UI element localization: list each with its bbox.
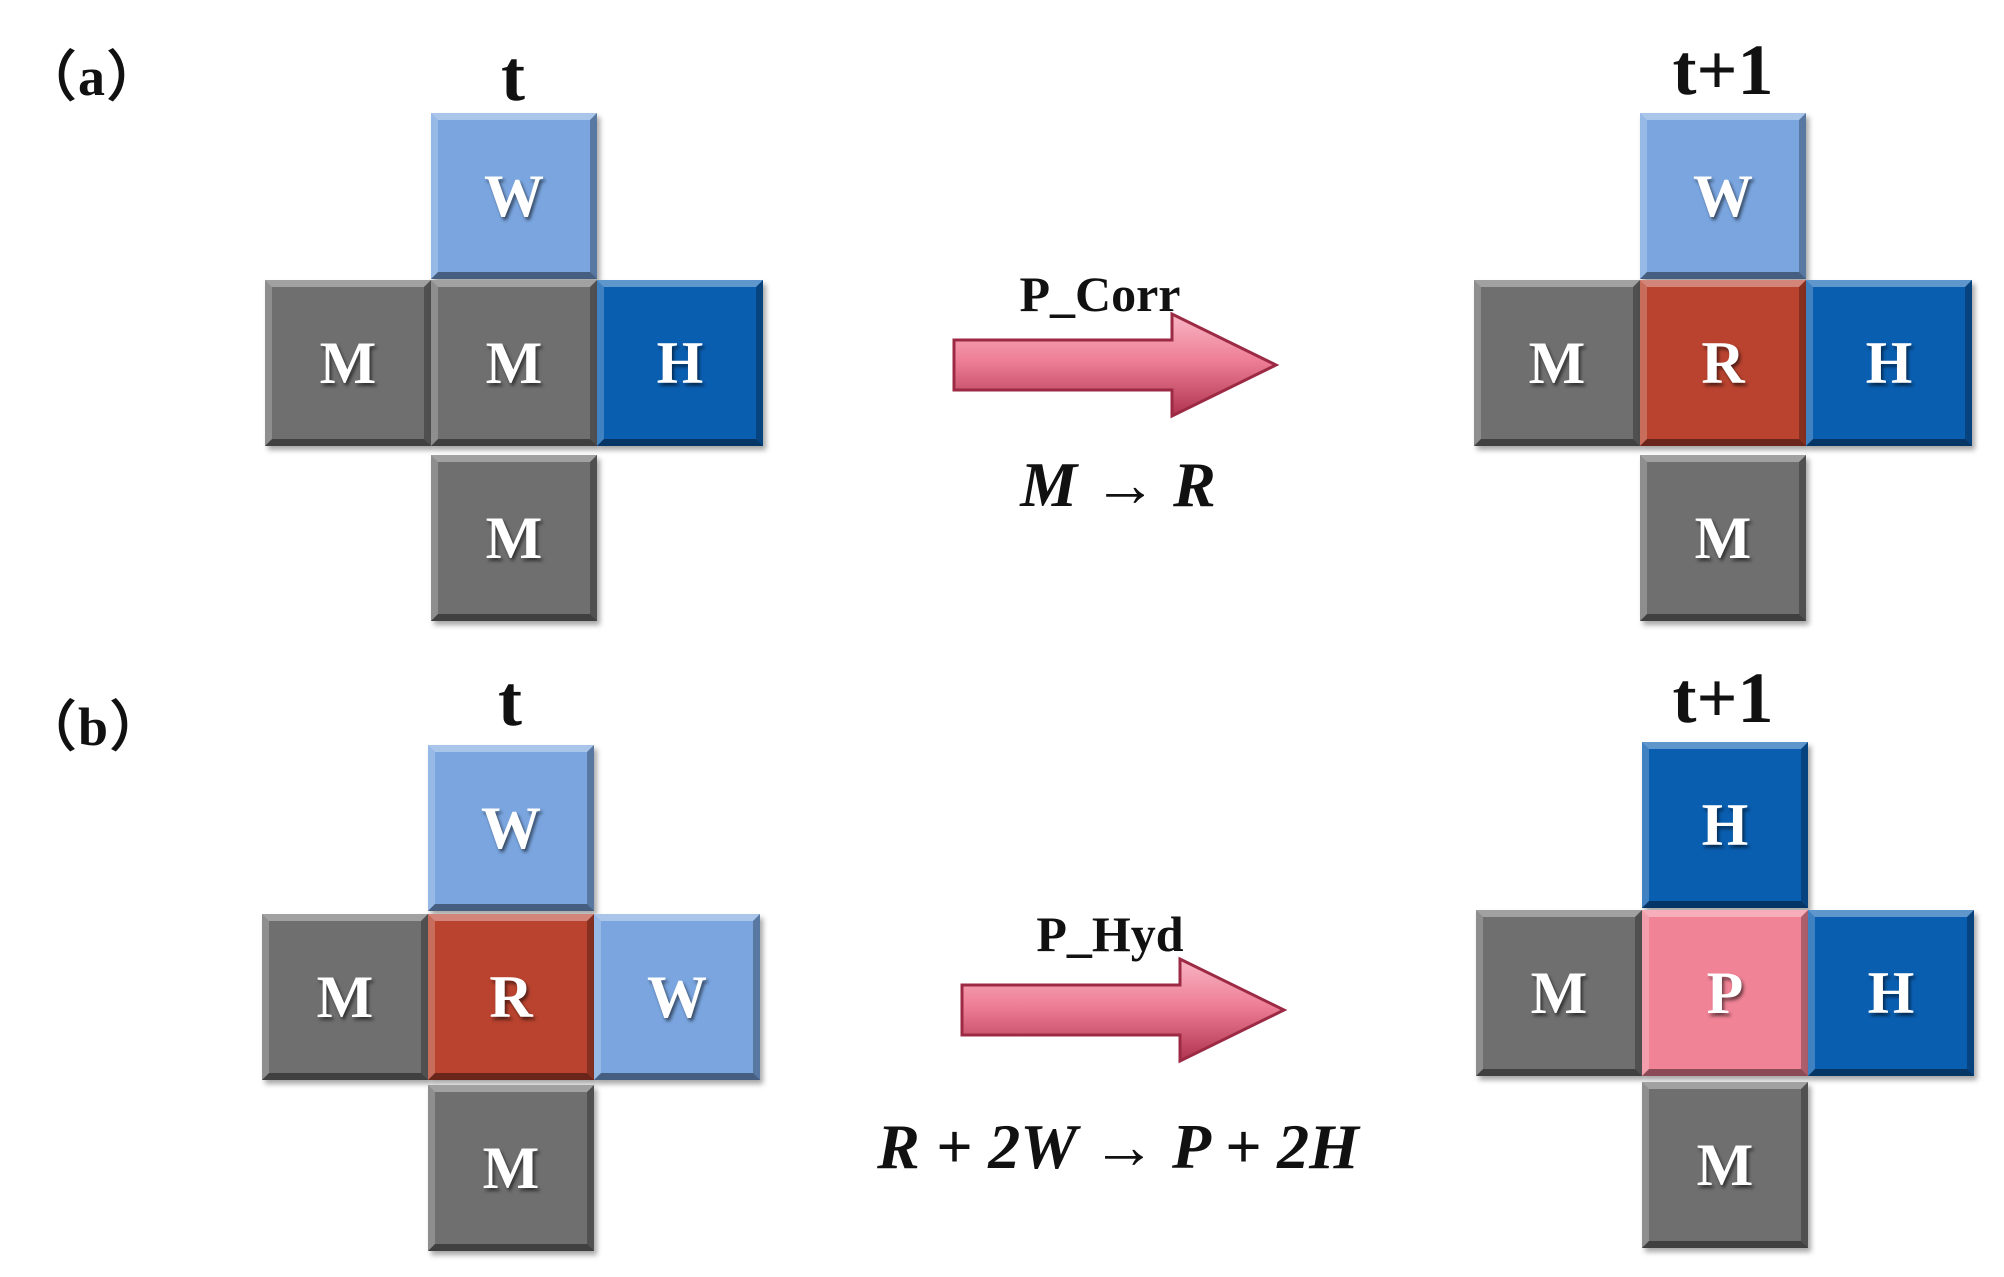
- cell-b-after-right: H: [1808, 910, 1974, 1076]
- equation-b: R + 2W → P + 2H: [877, 1111, 1359, 1182]
- panel-label-b: （b）: [22, 697, 167, 757]
- cell-a-before-left: M: [265, 280, 431, 446]
- cell-b-before-center: R: [428, 914, 594, 1080]
- cell-a-after-right: H: [1806, 280, 1972, 446]
- cell-b-after-bottom: M: [1642, 1082, 1808, 1248]
- cell-a-before-top: W: [431, 113, 597, 279]
- cell-a-after-top: W: [1640, 113, 1806, 279]
- cell-b-after-left: M: [1476, 910, 1642, 1076]
- arrow-label-a: P_Corr: [1019, 266, 1181, 322]
- arrow-label-b: P_Hyd: [1036, 906, 1184, 962]
- cell-a-after-bottom: M: [1640, 455, 1806, 621]
- panel-label-a: （a）: [22, 47, 163, 107]
- time-label-b-before: t: [498, 661, 522, 741]
- cell-b-after-center: P: [1642, 910, 1808, 1076]
- time-label-a-after: t+1: [1672, 30, 1774, 110]
- transition-arrow-b: [960, 956, 1288, 1064]
- cell-a-before-center: M: [431, 280, 597, 446]
- cell-a-before-bottom: M: [431, 455, 597, 621]
- cell-b-before-bottom: M: [428, 1085, 594, 1251]
- cell-a-before-right: H: [597, 280, 763, 446]
- cell-b-before-top: W: [428, 745, 594, 911]
- cell-a-after-left: M: [1474, 280, 1640, 446]
- cell-b-before-left: M: [262, 914, 428, 1080]
- cell-b-after-top: H: [1642, 742, 1808, 908]
- equation-a: M → R: [1020, 449, 1216, 520]
- cell-a-after-center: R: [1640, 280, 1806, 446]
- cell-b-before-right: W: [594, 914, 760, 1080]
- time-label-b-after: t+1: [1672, 658, 1774, 738]
- transition-arrow-a: [952, 311, 1280, 419]
- time-label-a-before: t: [501, 36, 525, 116]
